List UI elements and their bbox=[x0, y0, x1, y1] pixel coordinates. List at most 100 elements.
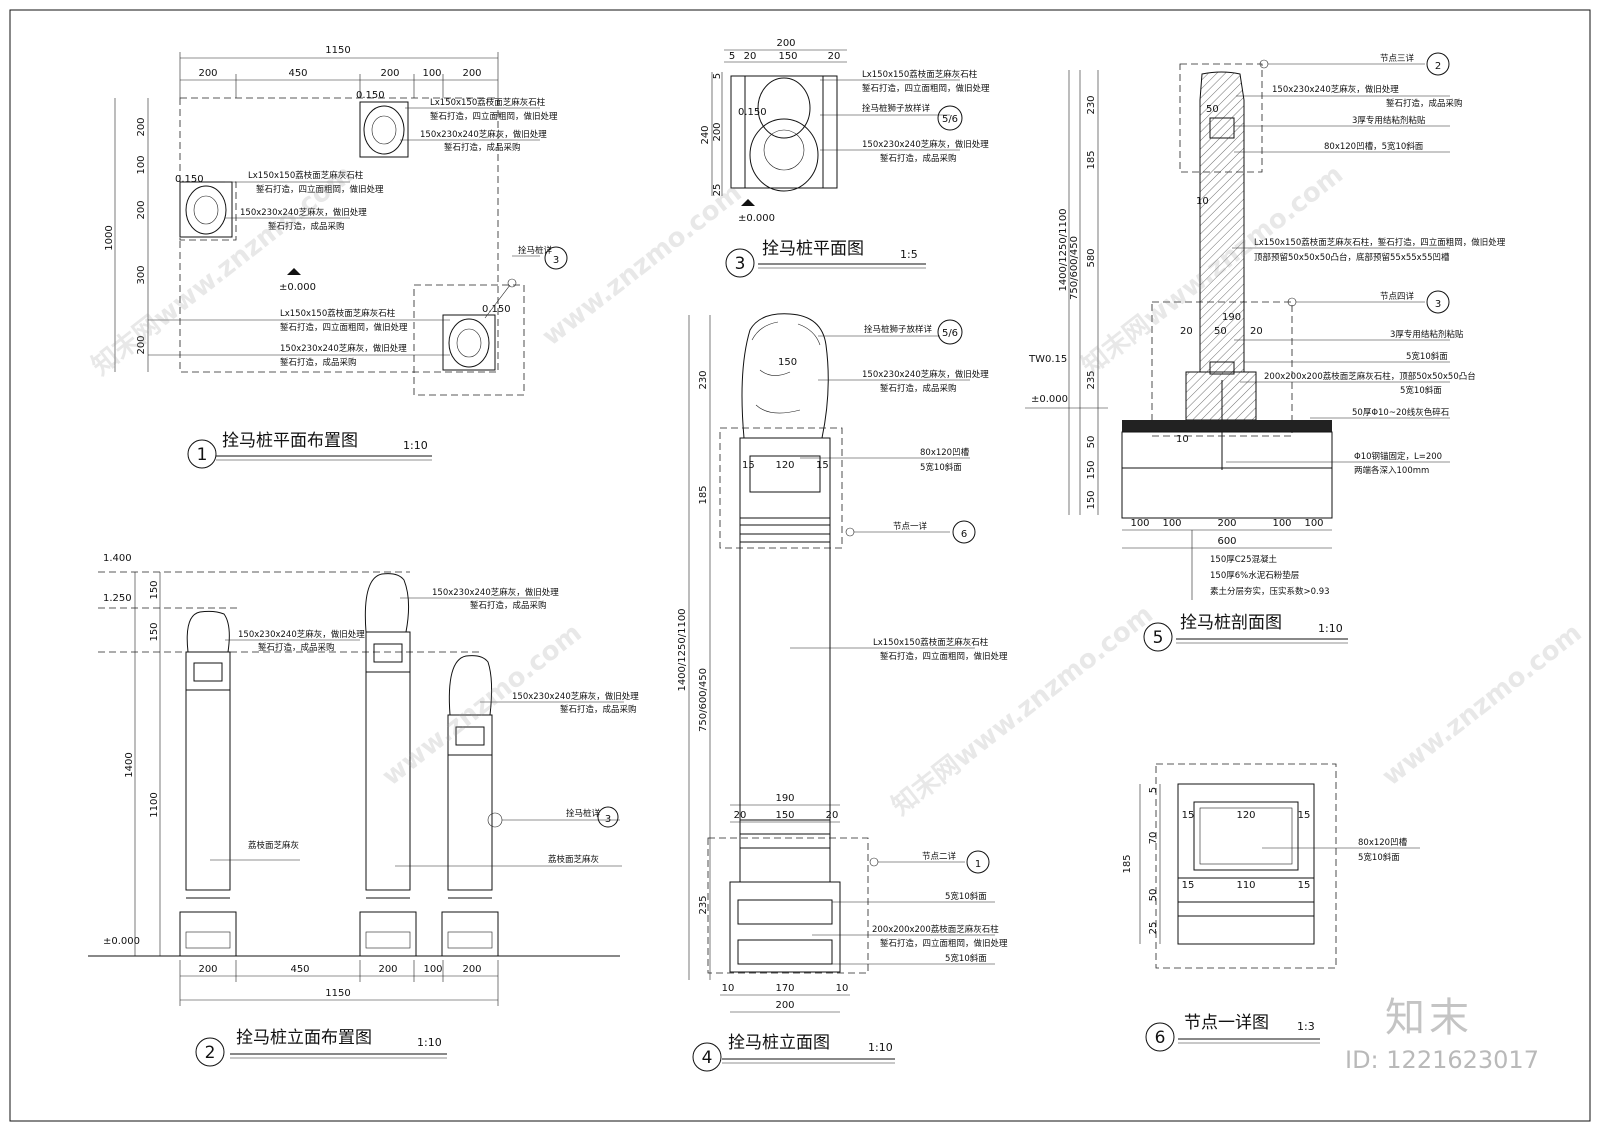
note-post-ref: 拴马桩详 bbox=[518, 245, 553, 256]
callout-number: 2 bbox=[1435, 61, 1441, 72]
dim-25: 25 bbox=[1148, 922, 1159, 935]
dim-150: 150 bbox=[149, 622, 160, 641]
title-circle-5 bbox=[1143, 622, 1173, 652]
note-column: Lx150x150荔枝面芝麻灰石柱 bbox=[873, 637, 989, 648]
note-lion: 150x230x240芝麻灰，做旧处理 bbox=[280, 343, 407, 354]
note-lion: 150x230x240芝麻灰，做旧处理 bbox=[420, 129, 547, 140]
title-number-4: 4 bbox=[702, 1048, 713, 1068]
dim-20: 20 bbox=[1250, 326, 1263, 337]
elev-0150: 0.150 bbox=[482, 304, 511, 315]
elev-0150: 0.150 bbox=[175, 174, 204, 185]
dim-10: 10 bbox=[1196, 196, 1209, 207]
dim-200: 200 bbox=[775, 1000, 794, 1011]
dim-100: 100 bbox=[1162, 518, 1181, 529]
dim-height-multi: 1400/1250/1100 bbox=[1058, 208, 1069, 291]
note-lion: 150x230x240芝麻灰，做旧处理 bbox=[432, 587, 559, 598]
dim-200: 200 bbox=[198, 68, 217, 79]
note-base: 200x200x200荔枝面芝麻灰石柱 bbox=[872, 924, 999, 935]
note-lion-sub: 錾石打造，成品采购 bbox=[444, 142, 521, 153]
scale-1: 1:10 bbox=[403, 439, 428, 452]
dim-20: 20 bbox=[744, 51, 757, 62]
dim-200: 200 bbox=[462, 964, 481, 975]
note-node4: 节点四详 bbox=[1380, 291, 1415, 302]
dim-25: 25 bbox=[712, 184, 723, 197]
elev-0000: ±0.000 bbox=[1031, 394, 1068, 405]
note-column: Lx150x150荔枝面芝麻灰石柱 bbox=[280, 308, 396, 319]
title-node-detail: 节点一详图 bbox=[1184, 1013, 1269, 1033]
dim-120: 120 bbox=[775, 460, 794, 471]
dim-100: 100 bbox=[136, 155, 147, 174]
dim-50: 50 bbox=[1214, 326, 1227, 337]
dim-200: 200 bbox=[712, 122, 723, 141]
dim-190: 190 bbox=[1222, 312, 1241, 323]
note-lizhi: 荔枝面芝麻灰 bbox=[248, 840, 299, 851]
note-lion: 150x230x240芝麻灰，做旧处理 bbox=[862, 369, 989, 380]
note-column: Lx150x150荔枝面芝麻灰石柱 bbox=[248, 170, 364, 181]
dim-600: 600 bbox=[1217, 536, 1236, 547]
title-post-plan: 拴马桩平面图 bbox=[762, 239, 864, 259]
dim-150: 150 bbox=[778, 51, 797, 62]
note-lion: 150x230x240芝麻灰，做旧处理 bbox=[862, 139, 989, 150]
dim-200: 200 bbox=[380, 68, 399, 79]
callout-circle bbox=[1426, 52, 1450, 76]
dim-5: 5 bbox=[712, 73, 723, 79]
title-circle-1 bbox=[187, 439, 217, 469]
note-lion-sub: 錾石打造，成品采购 bbox=[1386, 98, 1463, 109]
lion-carving bbox=[448, 655, 493, 716]
title-number-5: 5 bbox=[1153, 628, 1164, 648]
note-chamfer: 5宽10斜面 bbox=[945, 953, 987, 964]
dim-580: 580 bbox=[1086, 248, 1097, 267]
note-rebar-sub: 两端各深入100mm bbox=[1354, 465, 1429, 476]
dim-200: 200 bbox=[776, 38, 795, 49]
sheet-border bbox=[9, 9, 1591, 1122]
note-chamfer: 5宽10斜面 bbox=[945, 891, 987, 902]
title-number-6: 6 bbox=[1155, 1028, 1166, 1048]
note-node3: 节点三详 bbox=[1380, 53, 1415, 64]
base-section bbox=[1185, 371, 1257, 421]
dim-200: 200 bbox=[136, 335, 147, 354]
note-lion-sub: 錾石打造，成品采购 bbox=[470, 600, 547, 611]
title-plan-layout: 拴马桩平面布置图 bbox=[222, 431, 358, 451]
dim-230: 230 bbox=[698, 370, 709, 389]
dim-235: 235 bbox=[698, 895, 709, 914]
stone-base bbox=[729, 881, 841, 973]
note-column-sub: 錾石打造，四立面粗岡，做旧处理 bbox=[256, 184, 384, 195]
elev-1400: 1.400 bbox=[103, 553, 132, 564]
dim-1000: 1000 bbox=[104, 225, 115, 250]
note-rebar: Φ10钢锚固定，L=200 bbox=[1354, 451, 1442, 462]
note-column: Lx150x150荔枝面芝麻灰石柱 bbox=[430, 97, 546, 108]
dim-70: 70 bbox=[1148, 832, 1159, 845]
note-lizhi: 荔枝面芝麻灰 bbox=[548, 854, 599, 865]
callout-number: 3 bbox=[553, 255, 559, 266]
dim-20: 20 bbox=[826, 810, 839, 821]
dim-150: 150 bbox=[1086, 460, 1097, 479]
lion-carving bbox=[741, 313, 829, 439]
note-lion: 150x230x240芝麻灰，做旧处理 bbox=[240, 207, 367, 218]
dim-190: 190 bbox=[775, 793, 794, 804]
dim-10: 10 bbox=[836, 983, 849, 994]
note-soil: 素土分层夯实，压实系数>0.93 bbox=[1210, 586, 1330, 597]
gravel-layer bbox=[1122, 420, 1332, 432]
elev-0000: ±0.000 bbox=[738, 213, 775, 224]
callout-circle bbox=[966, 850, 990, 874]
note-column-section-sub: 顶部预留50x50x50凸台，底部预留55x55x55凹槽 bbox=[1254, 252, 1450, 263]
scale-5: 1:10 bbox=[1318, 622, 1343, 635]
post-plan-drawing: 200 5 20 150 20 240 5 200 25 0.150 ±0.00… bbox=[700, 38, 990, 278]
dim-5: 5 bbox=[729, 51, 735, 62]
dim-200: 200 bbox=[136, 200, 147, 219]
note-column-sub: 錾石打造，四立面粗岡，做旧处理 bbox=[880, 651, 1008, 662]
note-column-sub: 錾石打造，四立面粗岡，做旧处理 bbox=[430, 111, 558, 122]
title-post-section: 拴马桩剖面图 bbox=[1180, 613, 1282, 633]
dim-200: 200 bbox=[462, 68, 481, 79]
id-badge: ID: 1221623017 bbox=[1345, 1046, 1539, 1074]
dim-150: 150 bbox=[1086, 490, 1097, 509]
dim-150: 150 bbox=[778, 357, 797, 368]
dim-20: 20 bbox=[828, 51, 841, 62]
scale-2: 1:10 bbox=[417, 1036, 442, 1049]
dim-450: 450 bbox=[288, 68, 307, 79]
elev-tw: TW0.15 bbox=[1028, 354, 1067, 365]
dim-10: 10 bbox=[722, 983, 735, 994]
note-column-sub: 錾石打造，四立面粗岡，做旧处理 bbox=[280, 322, 408, 333]
title-circle-4 bbox=[692, 1042, 722, 1072]
